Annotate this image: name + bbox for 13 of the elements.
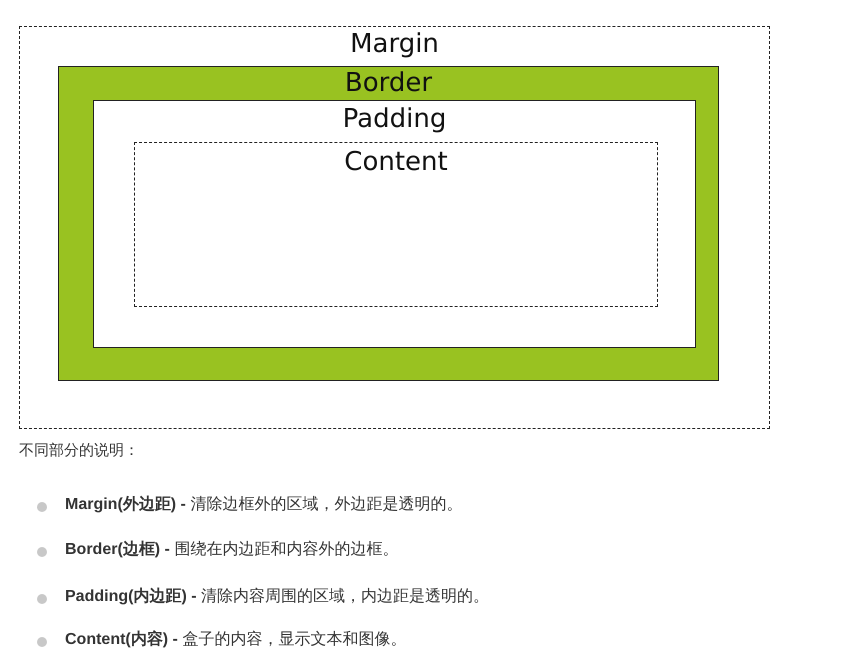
list-item-text: Margin(外边距) - 清除边框外的区域，外边距是透明的。 (65, 494, 462, 515)
box-title: Padding (342, 104, 446, 134)
content-box (134, 142, 658, 307)
padding-box (93, 100, 696, 348)
box-title: Margin (350, 29, 439, 59)
list-item-text: Content(内容) - 盒子的内容，显示文本和图像。 (65, 629, 406, 650)
margin-box (19, 26, 770, 429)
box-title: Border (344, 68, 432, 98)
section-heading: 不同部分的说明： (19, 441, 139, 460)
list-item-text: Border(边框) - 围绕在内边距和内容外的边框。 (65, 540, 398, 560)
box-title: Content (344, 147, 448, 177)
border-box (58, 66, 719, 381)
list-item-text: Padding(内边距) - 清除内容周围的区域，内边距是透明的。 (65, 586, 489, 607)
